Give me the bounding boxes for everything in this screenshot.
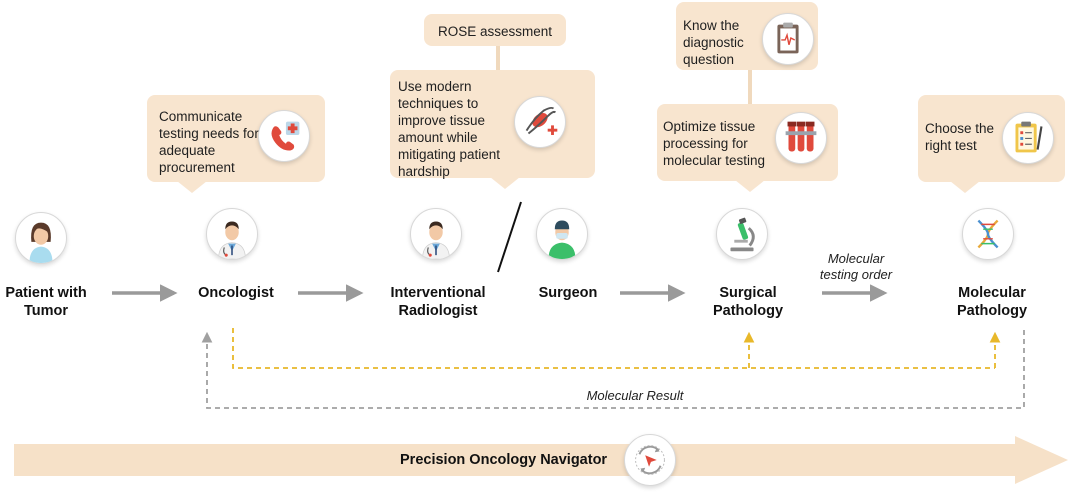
dna-icon bbox=[962, 208, 1014, 260]
radiologist-label: Interventional Radiologist bbox=[390, 285, 486, 319]
microscope-icon bbox=[716, 208, 768, 260]
callout-optimize-text: Optimize tissue processing for molecular… bbox=[663, 119, 766, 168]
navigator-label: Precision Oncology Navigator bbox=[400, 452, 608, 468]
molecular-pathology-label: Molecular Pathology bbox=[956, 285, 1028, 319]
molecular-order-label: Molecular testing order bbox=[819, 251, 893, 282]
callout-tail bbox=[177, 181, 207, 193]
navigator-arrow-band bbox=[14, 436, 1068, 484]
doctor-icon bbox=[206, 208, 258, 260]
gray-dashed-result bbox=[201, 330, 1025, 409]
checklist-icon bbox=[1002, 112, 1054, 164]
blood-tubes-icon bbox=[775, 112, 827, 164]
callout-rose-text: ROSE assessment bbox=[438, 24, 553, 39]
surgeon-label: Surgeon bbox=[538, 285, 598, 301]
oncologist-label: Oncologist bbox=[198, 285, 274, 301]
callout-tail bbox=[950, 181, 980, 193]
navigation-compass-icon bbox=[624, 434, 676, 486]
callout-modern-text: Use modern techniques to improve tissue … bbox=[398, 79, 501, 179]
tissue-procedure-icon bbox=[514, 96, 566, 148]
surgeon-icon bbox=[536, 208, 588, 260]
callout-choose-text: Choose the right test bbox=[925, 121, 995, 153]
callout-communicate-text: Communicate testing needs for adequate p… bbox=[159, 109, 259, 175]
or-slash bbox=[497, 201, 522, 273]
doctor-icon bbox=[410, 208, 462, 260]
phone-medical-icon bbox=[258, 110, 310, 162]
callout-tail bbox=[490, 177, 520, 189]
female-patient-icon bbox=[15, 212, 67, 264]
molecular-result-label: Molecular Result bbox=[586, 388, 684, 403]
surgical-pathology-label: Surgical Pathology bbox=[712, 285, 784, 319]
patient-label: Patient with Tumor bbox=[5, 285, 87, 319]
clipboard-ecg-icon bbox=[762, 13, 814, 65]
gold-dashed-base bbox=[232, 328, 995, 369]
callout-tail bbox=[735, 180, 765, 192]
callout-know-text: Know the diagnostic question bbox=[683, 18, 744, 67]
callout-rose bbox=[424, 14, 566, 46]
